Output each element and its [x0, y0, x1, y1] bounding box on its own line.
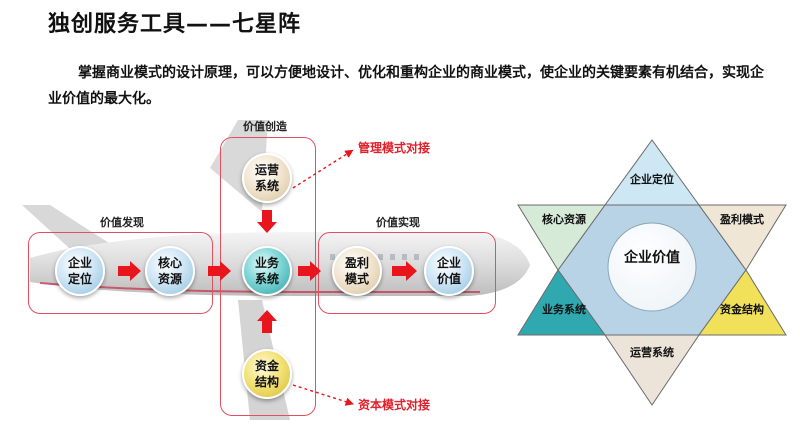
- node-operation-system: 运营系统: [242, 153, 292, 203]
- node-label: 企业价值: [436, 256, 461, 286]
- star-label-lower-left: 业务系统: [542, 303, 586, 316]
- node-profit-model: 盈利模式: [332, 246, 382, 296]
- node-label: 核心资源: [157, 256, 182, 286]
- capital-mode-callout: 资本模式对接: [358, 398, 431, 412]
- arrow-right-2: [208, 261, 231, 281]
- star-label-upper-right: 盈利模式: [720, 213, 764, 226]
- arrow-up: [257, 310, 277, 333]
- star-top-triangle: [604, 139, 700, 206]
- arrow-down: [257, 210, 277, 233]
- arrow-right-4: [392, 261, 417, 281]
- star-lower-left-triangle: [517, 269, 606, 336]
- node-label: 运营系统: [254, 163, 279, 193]
- star-label-lower-right: 资金结构: [720, 303, 764, 316]
- node-label: 资金结构: [254, 359, 279, 389]
- star-label-center: 企业价值: [624, 250, 680, 266]
- node-business-system: 业务系统: [242, 246, 292, 296]
- star-center-circle: [607, 222, 697, 312]
- star-bottom-triangle: [604, 334, 700, 406]
- node-label: 盈利模式: [344, 256, 369, 286]
- node-capital-structure: 资金结构: [242, 349, 292, 399]
- star-upper-left-triangle: [517, 204, 606, 271]
- node-label: 企业定位: [67, 256, 92, 286]
- value-discovery-label: 价值发现: [100, 216, 144, 229]
- star-lower-right-triangle: [698, 269, 787, 336]
- page-title: 独创服务工具——七星阵: [48, 12, 302, 37]
- intro-paragraph: 掌握商业模式的设计原理，可以方便地设计、优化和重构企业的商业模式，使企业的关键要…: [48, 65, 764, 107]
- star-label-upper-left: 核心资源: [542, 213, 586, 226]
- node-enterprise-positioning: 企业定位: [55, 246, 105, 296]
- value-creation-label: 价值创造: [243, 120, 287, 133]
- value-realization-label: 价值实现: [376, 216, 420, 229]
- management-mode-callout: 管理模式对接: [358, 141, 431, 155]
- node-core-resources: 核心资源: [145, 246, 195, 296]
- star-label-top: 企业定位: [630, 173, 674, 186]
- star-upper-right-triangle: [698, 204, 787, 271]
- star-label-bottom: 运营系统: [630, 346, 674, 359]
- node-enterprise-value: 企业价值: [424, 246, 474, 296]
- arrow-right-1: [118, 261, 141, 281]
- node-label: 业务系统: [254, 256, 279, 286]
- arrow-right-3: [298, 261, 321, 281]
